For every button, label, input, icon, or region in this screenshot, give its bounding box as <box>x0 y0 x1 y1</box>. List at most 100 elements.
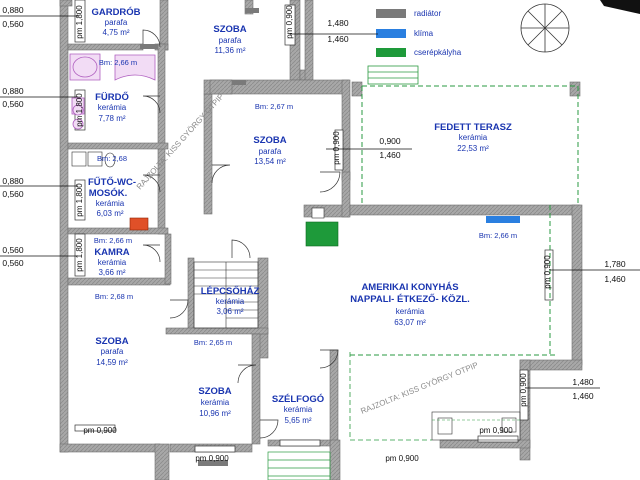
bm-label: Bm: 2,67 m <box>255 102 293 111</box>
room-gardrob: GARDRÓB parafa 4,75 m² <box>91 6 140 37</box>
pm-label: pm 0,900 <box>332 131 341 165</box>
bm-label: Bm: 2,66 m <box>99 58 137 67</box>
room-area: 6,03 m² <box>96 209 123 218</box>
terrace-outline <box>350 85 579 356</box>
room-szoba-2: SZOBA parafa 13,54 m² <box>253 135 286 166</box>
dim-left4-height: 0,560 <box>2 258 24 268</box>
watermark-text: RAJZOLTA: KISS GYÖRGY OTPIP <box>359 360 479 415</box>
dim-right1-height: 1,460 <box>604 274 626 284</box>
room-floor: kerámia <box>216 297 245 306</box>
room-name-line2: NAPPALI- ÉTKEZŐ- KÖZL. <box>350 293 470 305</box>
room-area: 5,65 m² <box>284 416 311 425</box>
dim-topright-height: 1,460 <box>327 34 349 44</box>
room-floor: kerámia <box>201 398 230 407</box>
pm-label: pm 1,800 <box>75 238 84 272</box>
pm-label: pm 0,900 <box>385 454 419 463</box>
dim-terrace-door-width: 0,900 <box>379 136 401 146</box>
windows <box>74 0 554 453</box>
stove-tile-heater <box>305 221 339 247</box>
room-area: 7,78 m² <box>98 114 125 123</box>
room-name: SZÉLFOGÓ <box>272 393 324 405</box>
radiators <box>140 8 259 466</box>
room-name: SZOBA <box>213 24 246 35</box>
pm-label: pm 0,900 <box>195 454 229 463</box>
legend-label-stove: cserépkályha <box>414 48 462 57</box>
legend: radiátor klíma cserépkályha <box>376 9 462 57</box>
room-area: 3,66 m² <box>98 268 125 277</box>
room-szoba-1: SZOBA parafa 11,36 m² <box>213 24 246 55</box>
pm-label: pm 0,900 <box>479 426 513 435</box>
legend-swatch-radiator <box>376 9 406 18</box>
dim-left1-width: 0,880 <box>2 5 24 15</box>
bathroom-fixtures <box>69 53 156 130</box>
entrance-steps <box>267 451 331 480</box>
room-area: 11,36 m² <box>215 46 246 55</box>
pm-label: pm 1,800 <box>75 5 84 39</box>
room-kamra: KAMRA kerámia 3,66 m² <box>94 247 129 277</box>
room-floor: kerámia <box>98 258 127 267</box>
room-szoba-3: SZOBA parafa 14,59 m² <box>95 336 128 367</box>
bm-label: Bm: 2,68 m <box>95 292 133 301</box>
room-name: FÜRDŐ <box>95 91 129 103</box>
wc-fixtures <box>71 151 116 168</box>
compass-icon <box>520 3 570 53</box>
legend-swatch-stove <box>376 48 406 57</box>
pm-label: pm 0,900 <box>285 5 294 39</box>
bm-label: Bm: 2,66 m <box>94 236 132 245</box>
room-name: FEDETT TERASZ <box>434 122 512 133</box>
pm-label: pm 1,800 <box>75 183 84 217</box>
room-floor: kerámia <box>98 103 127 112</box>
dim-left2-height: 0,560 <box>2 99 24 109</box>
room-floor: parafa <box>101 347 124 356</box>
pm-label: pm 0,900 <box>519 373 528 407</box>
room-floor: parafa <box>219 36 242 45</box>
room-area: 14,59 m² <box>96 358 128 367</box>
room-area: 3,06 m² <box>216 307 243 316</box>
bm-label: Bm: 2,68 <box>97 154 127 163</box>
room-name: LÉPCSŐHÁZ <box>201 285 260 297</box>
room-area: 10,96 m² <box>199 409 231 418</box>
room-area: 4,75 m² <box>102 28 129 37</box>
legend-label-radiator: radiátor <box>414 9 441 18</box>
dim-left2-width: 0,880 <box>2 86 24 96</box>
room-area: 63,07 m² <box>394 318 426 327</box>
dim-left3-height: 0,560 <box>2 189 24 199</box>
dim-left1-height: 0,560 <box>2 19 24 29</box>
bm-label: Bm: 2,65 m <box>194 338 232 347</box>
room-floor: parafa <box>105 18 128 27</box>
room-name: SZOBA <box>95 336 128 347</box>
room-name: SZOBA <box>198 386 231 397</box>
pm-label: pm 1,800 <box>75 93 84 127</box>
room-floor: kerámia <box>284 405 313 414</box>
room-floor: kerámia <box>396 307 425 316</box>
room-name-line2: MOSÓK. <box>89 187 128 199</box>
pm-label: pm 0,900 <box>543 255 552 289</box>
klima-unit <box>486 216 520 223</box>
dim-left4-width: 0,560 <box>2 245 24 255</box>
room-nappali: AMERIKAI KONYHÁS NAPPALI- ÉTKEZŐ- KÖZL. … <box>350 282 470 327</box>
room-szoba-4: SZOBA kerámia 10,96 m² <box>198 386 231 418</box>
room-name: KAMRA <box>94 247 129 258</box>
dim-right1-width: 1,780 <box>604 259 626 269</box>
bm-label: Bm: 2,66 m <box>479 231 517 240</box>
room-lepcsohaz: LÉPCSŐHÁZ kerámia 3,06 m² <box>201 285 260 316</box>
staircase <box>193 261 259 329</box>
dim-terrace-door-height: 1,460 <box>379 150 401 160</box>
dim-right2-width: 1,480 <box>572 377 594 387</box>
dim-right2-height: 1,460 <box>572 391 594 401</box>
room-furdo: FÜRDŐ kerámia 7,78 m² <box>95 91 129 123</box>
terrace-steps <box>367 65 419 85</box>
dim-left3-width: 0,880 <box>2 176 24 186</box>
room-name: FŰTŐ-WC- <box>88 176 136 188</box>
room-terasz: FEDETT TERASZ kerámia 22,53 m² <box>434 122 512 153</box>
chimney <box>311 207 325 219</box>
room-area: 22,53 m² <box>457 144 489 153</box>
room-futo: FŰTŐ-WC- MOSÓK. kerámia 6,03 m² <box>88 176 136 218</box>
room-floor: parafa <box>259 147 282 156</box>
kitchen-counter <box>431 411 521 441</box>
legend-label-klima: klíma <box>414 29 434 38</box>
room-name: SZOBA <box>253 135 286 146</box>
legend-swatch-klima <box>376 29 406 38</box>
